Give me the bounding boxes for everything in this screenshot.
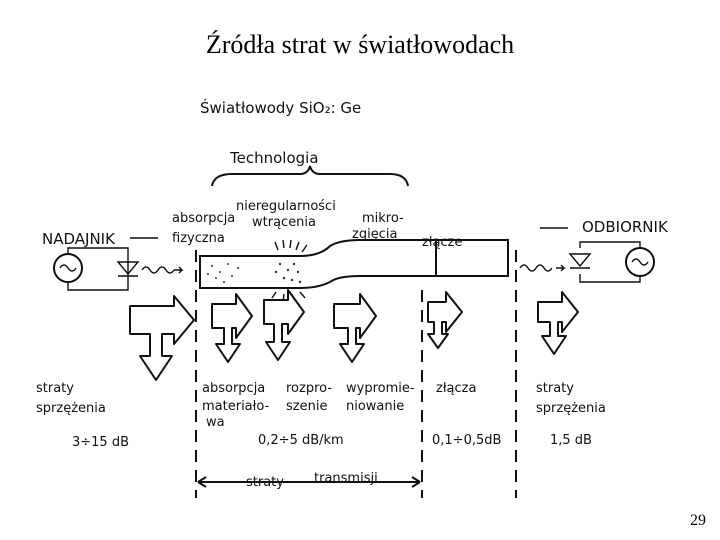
label-physical-absorption-1: absorpcja xyxy=(172,211,235,226)
label-joint: złącze xyxy=(422,235,462,250)
coupling-right-label-1: straty xyxy=(536,381,574,396)
technology-label: Technologia xyxy=(229,149,319,167)
coupling-right-value: 1,5 dB xyxy=(550,433,592,448)
transmission-losses-label-1: straty xyxy=(246,475,284,490)
radiation-label-2: niowanie xyxy=(346,399,404,414)
inclusion-dots xyxy=(274,262,302,284)
coupling-left-label-1: straty xyxy=(36,381,74,396)
coupling-left-label-2: sprzężenia xyxy=(36,401,106,416)
radiation-label-1: wypromie- xyxy=(346,381,415,396)
sine-wave-icon xyxy=(59,264,77,272)
transmitter-label: NADAJNIK xyxy=(42,230,116,248)
coupling-right-label-2: sprzężenia xyxy=(536,401,606,416)
joint-loss-arrow xyxy=(427,291,463,349)
label-microbends-1: mikro- xyxy=(362,211,404,226)
technology-brace xyxy=(211,165,409,187)
diagram-heading: Światłowody SiO₂: Ge xyxy=(200,98,361,117)
label-irregularities-1: nieregularności xyxy=(236,199,336,214)
scattering-label-2: szenie xyxy=(286,399,327,414)
page-number: 29 xyxy=(690,512,706,529)
coupling-left-value: 3÷15 dB xyxy=(72,435,129,450)
label-irregularities-2: wtrącenia xyxy=(252,215,316,230)
received-light-icon xyxy=(519,264,553,272)
sine-wave-icon xyxy=(631,258,649,266)
led-diode-icon xyxy=(116,261,140,277)
coupling-loss-arrow-right xyxy=(537,291,579,355)
optical-fiber xyxy=(199,239,509,289)
coupling-loss-arrow-left xyxy=(129,295,195,381)
joints-label: złącza xyxy=(436,381,476,396)
scatter-rays-bottom xyxy=(271,291,306,303)
material-absorption-label-3: wa xyxy=(206,415,225,430)
absorption-dots xyxy=(207,263,239,283)
material-absorption-label-2: materiało- xyxy=(202,399,270,414)
label-microbends-2: zgięcia xyxy=(352,227,397,242)
scatter-rays-top xyxy=(274,239,308,253)
joints-value: 0,1÷0,5dB xyxy=(432,433,501,448)
receiver-meter-icon xyxy=(625,247,655,277)
transmission-losses-label-2: transmisji xyxy=(314,471,378,486)
emitted-light-icon xyxy=(141,266,175,274)
scattering-arrow xyxy=(263,289,305,361)
transmission-loss-value: 0,2÷5 dB/km xyxy=(258,433,344,448)
label-physical-absorption-2: fizyczna xyxy=(172,231,225,246)
scattering-label-1: rozpro- xyxy=(286,381,332,396)
transmitter-circuit xyxy=(67,247,129,291)
radiation-arrow xyxy=(333,293,377,363)
material-absorption-label-1: absorpcja xyxy=(202,381,265,396)
absorption-arrow xyxy=(211,293,253,363)
receiver-label: ODBIORNIK xyxy=(582,218,669,236)
photodiode-icon xyxy=(568,253,592,269)
transmission-span-arrows xyxy=(197,476,421,488)
receiver-circuit xyxy=(579,241,641,283)
slide-title: Źródła strat w światłowodach xyxy=(205,30,515,59)
